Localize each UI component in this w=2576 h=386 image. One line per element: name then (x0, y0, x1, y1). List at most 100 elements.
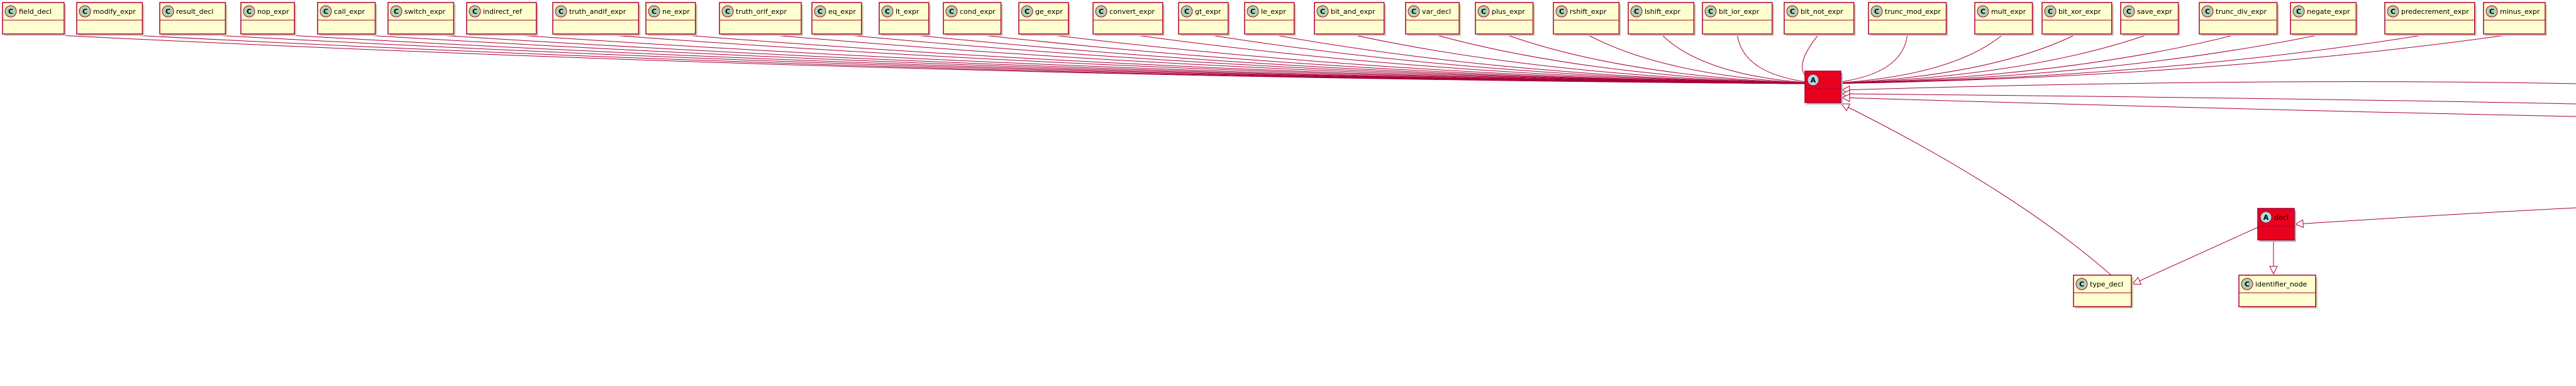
class-name: minus_expr (2500, 8, 2540, 16)
inheritance-edge (1841, 93, 2576, 105)
stereotype-letter: C (2245, 280, 2250, 288)
class-name: lt_expr (896, 8, 919, 16)
class-name: decl (2274, 213, 2289, 222)
class-stereotype-icon (2241, 278, 2253, 290)
class-name: rshift_expr (1570, 8, 1607, 16)
class-name: bit_xor_expr (2058, 8, 2101, 16)
node-box (1405, 2, 1460, 35)
inheritance-edge (2295, 207, 2576, 225)
class-stereotype-icon (1180, 5, 1193, 18)
class-name: bit_not_expr (1801, 8, 1843, 16)
class-name: bit_and_expr (1331, 8, 1375, 16)
class-name: save_expr (2137, 8, 2172, 16)
class-stereotype-icon (1630, 5, 1643, 18)
node-box (719, 2, 802, 35)
class-name: mult_expr (1991, 8, 2026, 16)
abstract-stereotype-icon (1807, 74, 1819, 86)
class-stereotype-icon (4, 5, 17, 18)
class-stereotype-icon (1021, 5, 1033, 18)
inheritance-edge (1349, 33, 1821, 84)
node-box (1628, 2, 1695, 35)
class-stereotype-icon (1246, 5, 1259, 18)
inheritance-edge (1841, 97, 2576, 117)
stereotype-letter: C (394, 8, 399, 16)
stereotype-letter: A (2263, 213, 2269, 222)
class-name: indirect_ref (483, 8, 523, 16)
class-name: predecrement_expr (2401, 8, 2469, 16)
class-stereotype-icon (814, 5, 826, 18)
inheritance-edge (1432, 33, 1822, 84)
class-stereotype-icon (881, 5, 894, 18)
class-stereotype-icon (721, 5, 734, 18)
class-name: field_decl (19, 8, 52, 16)
class-stereotype-icon (1977, 5, 1989, 18)
inheritance-edge (2132, 227, 2258, 285)
inheritance-edge (1824, 33, 2150, 84)
class-stereotype-icon (243, 5, 255, 18)
class-stereotype-icon (79, 5, 91, 18)
stereotype-letter: C (1099, 8, 1104, 16)
inheritance-edge (1824, 33, 2077, 84)
stereotype-letter: C (82, 8, 87, 16)
class-name: lshift_expr (1645, 8, 1680, 16)
inheritance-edges (33, 33, 2576, 285)
stereotype-letter: C (818, 8, 823, 16)
abstract-class-main[interactable]: A (1804, 71, 1843, 105)
stereotype-letter: C (165, 8, 170, 16)
inheritance-edge (1585, 33, 1823, 84)
stereotype-letter: C (1024, 8, 1030, 16)
class-stereotype-icon (945, 5, 958, 18)
class-name: bit_ior_expr (1719, 8, 1760, 16)
stereotype-letter: C (8, 8, 13, 16)
stereotype-letter: C (1320, 8, 1325, 16)
inheritance-edge (192, 33, 1816, 84)
class-name: convert_expr (1109, 8, 1155, 16)
stereotype-letter: C (2126, 8, 2131, 16)
stereotype-letter: C (472, 8, 477, 16)
inheritance-edge (1660, 33, 1823, 84)
inheritance-edge (1826, 33, 2430, 84)
stereotype-letter: C (2079, 280, 2084, 288)
class-stereotype-icon (1704, 5, 1717, 18)
class-name: modify_expr (93, 8, 136, 16)
stereotype-letter: C (2205, 8, 2210, 16)
class-stereotype-icon (1555, 5, 1568, 18)
class-name: trunc_div_expr (2216, 8, 2267, 16)
